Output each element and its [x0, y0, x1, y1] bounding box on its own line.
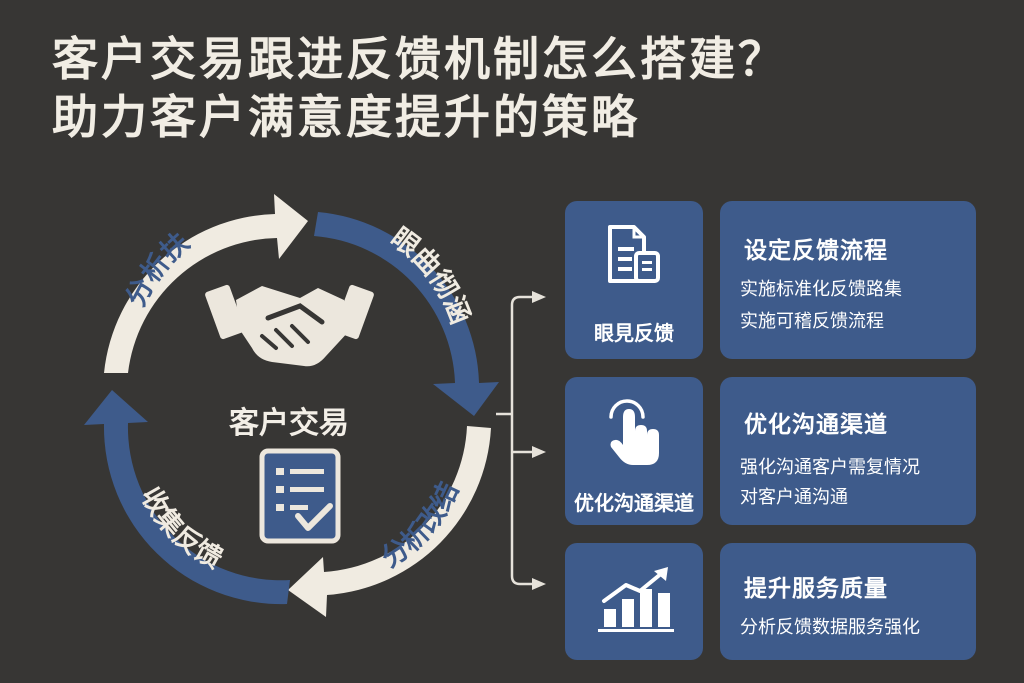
cycle-arrow-top-right [314, 212, 499, 416]
card-heading-3: 提升服务质量 [744, 576, 888, 602]
connector-arrowhead-2 [532, 446, 546, 458]
card-line-3-1: 分析反馈数据服务强化 [740, 617, 920, 638]
pointer-hand-icon [609, 399, 659, 465]
cycle-arrow-top-left [104, 194, 308, 373]
cycle-arrow-bottom-right [288, 426, 491, 617]
connector-arrowhead-1 [532, 291, 546, 303]
card-line-1-1: 实施标准化反馈路集 [740, 279, 902, 300]
svg-text:眼曲彻涵: 眼曲彻涵 [385, 222, 475, 328]
document-icon [608, 225, 660, 283]
card-heading-2: 优化沟通渠道 [744, 412, 888, 438]
card-icon-box-1: 眼見反馈 [565, 201, 703, 359]
card-line-1-2: 实施可稽反馈流程 [740, 311, 884, 332]
card-text-box-1: 设定反馈流程 实施标准化反馈路集 实施可稽反馈流程 [720, 201, 976, 359]
card-line-2-2: 对客户通沟通 [740, 487, 848, 508]
card-text-box-2: 优化沟通渠道 强化沟通客户需复情况 对客户通沟通 [720, 377, 976, 525]
card-icon-box-3 [565, 543, 703, 660]
card-icon-box-2: 优化沟通渠道 [565, 377, 703, 525]
connector-arrowhead-3 [532, 578, 546, 590]
card-icon-label-1: 眼見反馈 [594, 321, 674, 345]
card-heading-1: 设定反馈流程 [744, 238, 888, 264]
cycle-arrow-bottom-left [84, 390, 290, 605]
card-text-box-3: 提升服务质量 分析反馈数据服务强化 [720, 543, 976, 660]
growth-chart-icon [598, 567, 674, 632]
title-line-1: 客户交易跟进反馈机制怎么搭建？ [52, 32, 787, 86]
card-icon-label-2: 优化沟通渠道 [574, 491, 694, 515]
center-label: 客户交易 [229, 406, 349, 440]
page-title: 客户交易跟进反馈机制怎么搭建？ 助力客户满意度提升的策略 [52, 30, 787, 146]
checklist-icon [259, 448, 341, 544]
handshake-icon [205, 284, 374, 367]
bracket-connector [496, 295, 532, 586]
segment-label-2: 眼曲彻涵 [385, 222, 475, 328]
card-line-2-1: 强化沟通客户需复情况 [740, 457, 920, 478]
title-line-2: 助力客户满意度提升的策略 [52, 90, 640, 144]
